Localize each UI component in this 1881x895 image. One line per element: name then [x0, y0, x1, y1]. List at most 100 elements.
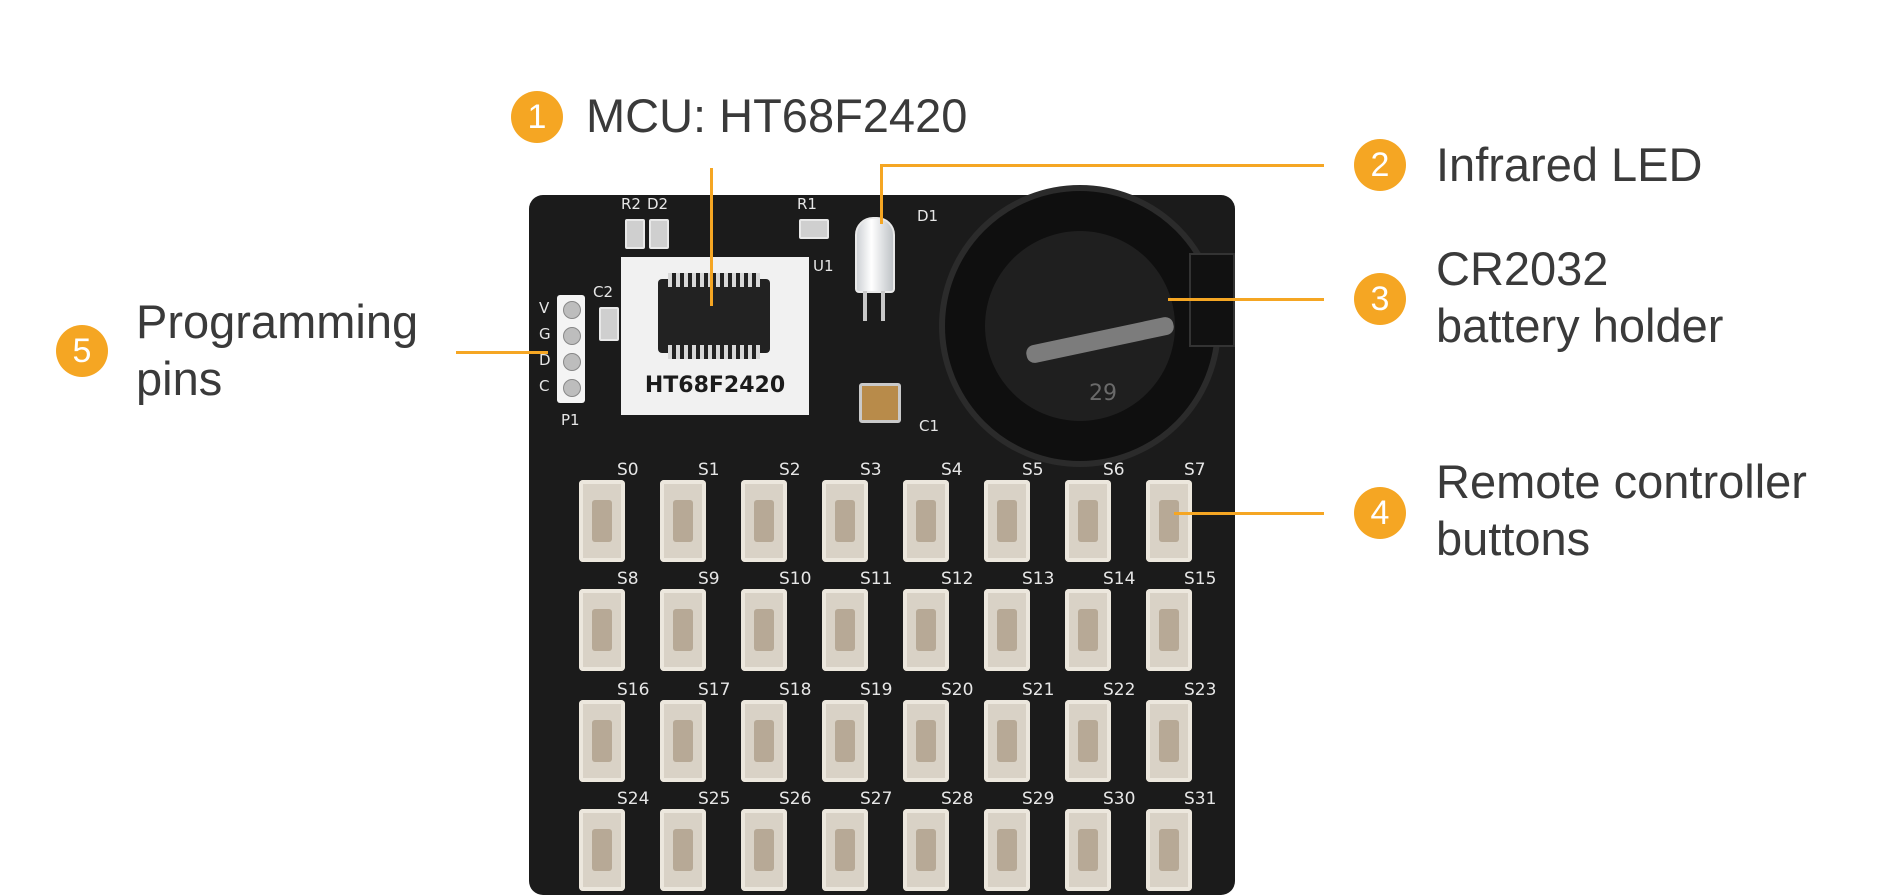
button-label: S10	[779, 569, 812, 589]
remote-button	[1065, 480, 1111, 562]
button-label: S31	[1184, 789, 1217, 809]
button-label: S24	[617, 789, 650, 809]
remote-button	[741, 480, 787, 562]
button-label: S14	[1103, 569, 1136, 589]
button-label: S7	[1184, 460, 1206, 480]
callout-3-line-2: battery holder	[1436, 299, 1724, 352]
remote-button	[822, 589, 868, 671]
button-label: S8	[617, 569, 639, 589]
button-label: S2	[779, 460, 801, 480]
pin-label-g: G	[539, 325, 551, 343]
silk-r2: R2	[621, 195, 641, 213]
button-label: S30	[1103, 789, 1136, 809]
callout-4-line-1: Remote controller	[1436, 455, 1807, 508]
remote-button	[579, 589, 625, 671]
led-leg-left	[863, 291, 867, 321]
button-label: S23	[1184, 680, 1217, 700]
remote-button	[1065, 700, 1111, 782]
leader-line-2	[880, 164, 1324, 167]
remote-button	[822, 700, 868, 782]
infrared-led	[855, 217, 895, 293]
pin-label-d: D	[539, 351, 551, 369]
silk-p1: P1	[561, 411, 580, 429]
pin-v	[563, 301, 581, 319]
remote-button	[579, 700, 625, 782]
remote-button	[984, 480, 1030, 562]
remote-button	[660, 480, 706, 562]
callout-3-line-1: CR2032	[1436, 242, 1609, 295]
remote-button	[903, 809, 949, 891]
callout-2-line-1: Infrared LED	[1436, 138, 1703, 191]
callout-5-line-1: Programming	[136, 295, 419, 348]
remote-button	[1146, 589, 1192, 671]
led-d2	[649, 219, 669, 249]
leader-line-4	[1174, 512, 1324, 515]
mcu-module: HT68F2420	[621, 257, 809, 415]
remote-button	[741, 809, 787, 891]
callout-label-2: Infrared LED	[1436, 136, 1702, 193]
battery-clip	[1024, 315, 1176, 365]
button-label: S0	[617, 460, 639, 480]
remote-button	[660, 809, 706, 891]
button-label: S12	[941, 569, 974, 589]
remote-button	[903, 700, 949, 782]
callout-badge-2: 2	[1354, 139, 1406, 191]
leader-line-2-drop	[880, 164, 883, 224]
button-label: S18	[779, 680, 812, 700]
button-label: S4	[941, 460, 963, 480]
remote-button	[1146, 480, 1192, 562]
button-label: S20	[941, 680, 974, 700]
leader-line-5	[456, 351, 548, 354]
chip-pins-bottom	[668, 345, 760, 359]
button-label: S17	[698, 680, 731, 700]
button-label: S21	[1022, 680, 1055, 700]
remote-button	[822, 809, 868, 891]
callout-badge-1: 1	[511, 91, 563, 143]
button-label: S26	[779, 789, 812, 809]
callout-badge-5: 5	[56, 325, 108, 377]
silk-r1: R1	[797, 195, 817, 213]
programming-header	[557, 295, 585, 403]
battery-well: 29	[985, 231, 1176, 421]
battery-holder: 29	[939, 185, 1221, 467]
callout-badge-4: 4	[1354, 487, 1406, 539]
button-label: S22	[1103, 680, 1136, 700]
silk-c1: C1	[919, 417, 940, 435]
button-label: S25	[698, 789, 731, 809]
button-label: S1	[698, 460, 720, 480]
pin-c	[563, 379, 581, 397]
remote-button	[1146, 700, 1192, 782]
remote-button	[984, 809, 1030, 891]
button-label: S5	[1022, 460, 1044, 480]
resistor-r1	[799, 219, 829, 239]
remote-button	[741, 700, 787, 782]
remote-button	[1065, 589, 1111, 671]
callout-1-line-1: MCU: HT68F2420	[586, 89, 968, 142]
remote-button	[741, 589, 787, 671]
callout-badge-3: 3	[1354, 273, 1406, 325]
callout-label-4: Remote controller buttons	[1436, 453, 1807, 567]
pcb-board: R2 D2 R1 HT68F2420 U1 C2 V G D C P1	[529, 185, 1235, 895]
button-label: S15	[1184, 569, 1217, 589]
chip-pins-top	[668, 273, 760, 287]
pin-g	[563, 327, 581, 345]
pin-label-v: V	[539, 299, 550, 317]
pin-d	[563, 353, 581, 371]
button-label: S16	[617, 680, 650, 700]
remote-button	[903, 480, 949, 562]
callout-label-3: CR2032 battery holder	[1436, 240, 1723, 354]
callout-label-1: MCU: HT68F2420	[586, 87, 967, 144]
remote-button	[660, 700, 706, 782]
remote-button	[1065, 809, 1111, 891]
silk-u1: U1	[813, 257, 834, 275]
button-label: S11	[860, 569, 893, 589]
led-leg-right	[881, 291, 885, 321]
pin-label-c: C	[539, 377, 550, 395]
remote-button	[579, 809, 625, 891]
button-label: S29	[1022, 789, 1055, 809]
remote-button	[984, 589, 1030, 671]
remote-button	[984, 700, 1030, 782]
callout-4-line-2: buttons	[1436, 512, 1591, 565]
callout-5-line-2: pins	[136, 352, 223, 405]
leader-line-1	[710, 168, 713, 306]
